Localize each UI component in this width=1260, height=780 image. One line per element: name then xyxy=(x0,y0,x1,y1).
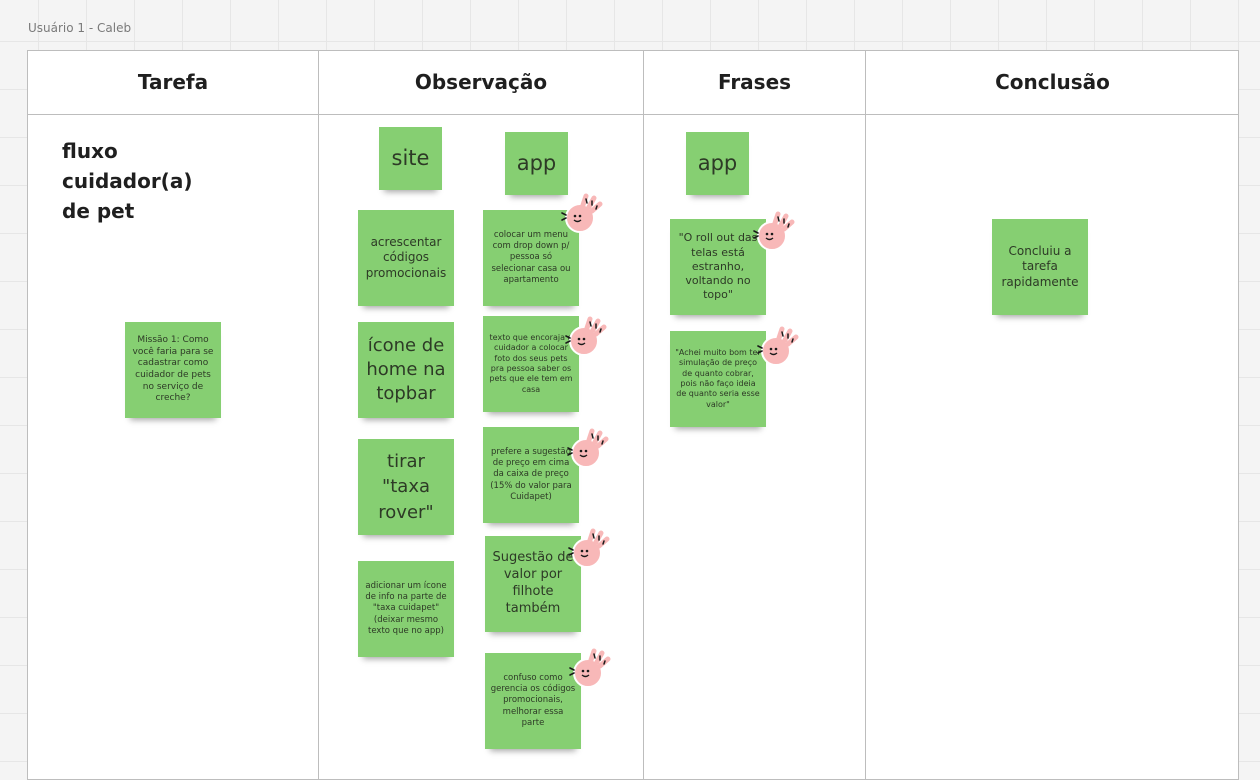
ok-hand-reaction-icon[interactable] xyxy=(559,193,603,237)
ok-hand-reaction-icon[interactable] xyxy=(563,316,607,360)
sticky-text: site xyxy=(391,145,430,170)
sticky-text: Missão 1: Como você faria para se cadast… xyxy=(132,334,214,404)
sticky-note-app[interactable]: Sugestão de valor por filhote também xyxy=(485,536,581,632)
sticky-note-site[interactable]: ícone de home na topbar xyxy=(358,322,454,418)
sticky-text: colocar um menu com drop down p/ pessoa … xyxy=(491,230,571,285)
sticky-text: texto que encoraja o cuidador a colocar … xyxy=(489,332,573,394)
sticky-note-app-header[interactable]: app xyxy=(505,132,568,195)
sticky-note-conclusion[interactable]: Concluiu a tarefa rapidamente xyxy=(992,219,1088,315)
sticky-note-app[interactable]: colocar um menu com drop down p/ pessoa … xyxy=(483,210,579,306)
sticky-text: Concluiu a tarefa rapidamente xyxy=(1001,243,1079,289)
sticky-text: prefere a sugestão de preço em cima da c… xyxy=(490,447,572,502)
sticky-text: confuso como gerencia os códigos promoci… xyxy=(490,673,576,728)
sticky-text: "Achei muito bom ter simulação de preço … xyxy=(675,347,761,409)
ok-hand-reaction-icon[interactable] xyxy=(567,648,611,692)
sticky-text: app xyxy=(697,150,738,175)
sticky-note-site[interactable]: acrescentar códigos promocionais xyxy=(358,210,454,306)
sticky-note-quote[interactable]: "O roll out das telas está estranho, vol… xyxy=(670,219,766,315)
frame-title: Usuário 1 - Caleb xyxy=(28,21,132,35)
sticky-note-app[interactable]: texto que encoraja o cuidador a colocar … xyxy=(483,316,579,412)
sticky-text: Sugestão de valor por filhote também xyxy=(492,550,574,616)
sticky-note-app[interactable]: prefere a sugestão de preço em cima da c… xyxy=(483,427,579,523)
sticky-note-frases-app-header[interactable]: app xyxy=(686,132,749,195)
ok-hand-reaction-icon[interactable] xyxy=(751,211,795,255)
sticky-text: tirar "taxa rover" xyxy=(378,451,434,523)
sticky-note-quote[interactable]: "Achei muito bom ter simulação de preço … xyxy=(670,331,766,427)
sticky-text: adicionar um ícone de info na parte de "… xyxy=(365,581,447,636)
header-divider xyxy=(28,114,1238,115)
sticky-text: app xyxy=(516,150,557,175)
column-divider xyxy=(865,51,866,779)
ok-hand-reaction-icon[interactable] xyxy=(755,326,799,370)
column-header-tarefa: Tarefa xyxy=(137,70,209,94)
sticky-note-site[interactable]: adicionar um ícone de info na parte de "… xyxy=(358,561,454,657)
sticky-note-site[interactable]: tirar "taxa rover" xyxy=(358,439,454,535)
column-divider xyxy=(643,51,644,779)
column-divider xyxy=(318,51,319,779)
sticky-text: ícone de home na topbar xyxy=(366,334,446,405)
ok-hand-reaction-icon[interactable] xyxy=(566,528,610,572)
column-header-observacao: Observação xyxy=(414,70,548,94)
task-title: fluxo cuidador(a) de pet xyxy=(62,139,193,223)
column-header-frases: Frases xyxy=(717,70,792,94)
ok-hand-reaction-icon[interactable] xyxy=(565,428,609,472)
sticky-note-mission[interactable]: Missão 1: Como você faria para se cadast… xyxy=(125,322,221,418)
sticky-text: acrescentar códigos promocionais xyxy=(365,234,447,280)
column-header-conclusao: Conclusão xyxy=(995,70,1110,94)
research-board: Tarefa Observação Frases Conclusão xyxy=(27,50,1239,780)
sticky-note-app[interactable]: confuso como gerencia os códigos promoci… xyxy=(485,653,581,749)
sticky-note-site-header[interactable]: site xyxy=(379,127,442,190)
sticky-text: "O roll out das telas está estranho, vol… xyxy=(678,231,758,302)
